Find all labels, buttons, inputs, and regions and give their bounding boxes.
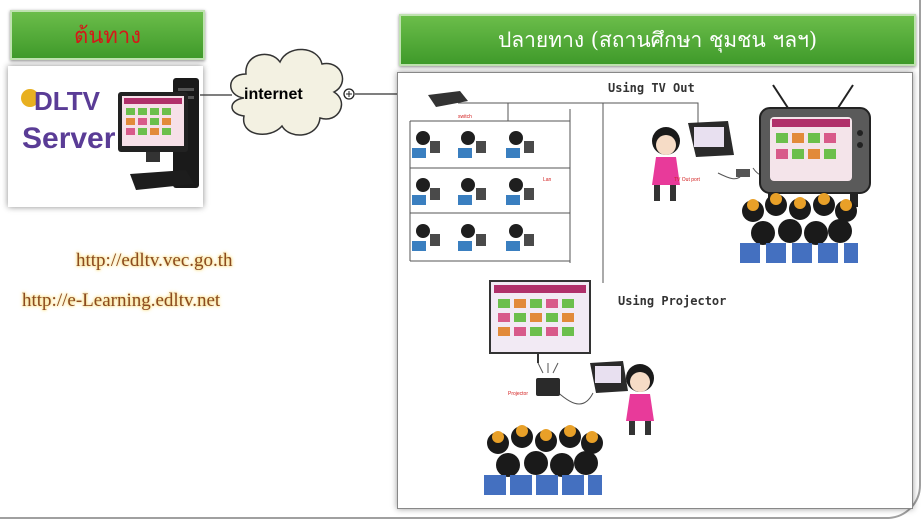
switch-label: switch — [458, 114, 472, 120]
teacher-projector — [626, 364, 654, 435]
logo-text: DLTV — [34, 86, 101, 116]
destination-title: ปลายทาง (สถานศึกษา ชุมชน ฯลฯ) — [497, 27, 818, 52]
destination-illustration: switch Lan Using TV Out — [409, 81, 871, 495]
projector-icon — [536, 362, 560, 396]
lan-label: Lan — [543, 177, 552, 183]
tv-icon — [759, 84, 871, 207]
source-title: ต้นทาง — [74, 23, 141, 49]
caption-tv-out: Using TV Out — [608, 81, 695, 95]
switch-icon — [428, 91, 468, 107]
computer-lab — [412, 131, 534, 251]
source-header: ต้นทาง — [10, 10, 205, 60]
projector-label: Projector — [508, 391, 528, 397]
teacher-tv-out — [652, 127, 680, 201]
audience-projector — [484, 425, 603, 495]
internet-cloud-icon — [230, 48, 344, 136]
edltv-logo-mark — [21, 89, 39, 107]
projection-screen-icon — [489, 280, 591, 363]
keyboard — [130, 170, 194, 190]
server-label: Server — [22, 122, 116, 155]
url-elearning: http://e-Learning.edltv.net — [22, 290, 221, 311]
tv-out-adapter — [736, 169, 750, 177]
audience-tv — [740, 193, 858, 263]
internet-label: internet — [244, 86, 303, 103]
destination-panel: switch Lan Using TV Out — [397, 72, 913, 509]
tv-out-port-label: TV Out port — [674, 177, 700, 183]
destination-header: ปลายทาง (สถานศึกษา ชุมชน ฯลฯ) — [399, 14, 916, 66]
caption-projector: Using Projector — [618, 294, 726, 308]
server-computer-icon: DLTV Server — [21, 78, 199, 190]
server-illustration: DLTV Server — [8, 66, 203, 207]
url-edltv: http://edltv.vec.go.th — [76, 250, 233, 271]
